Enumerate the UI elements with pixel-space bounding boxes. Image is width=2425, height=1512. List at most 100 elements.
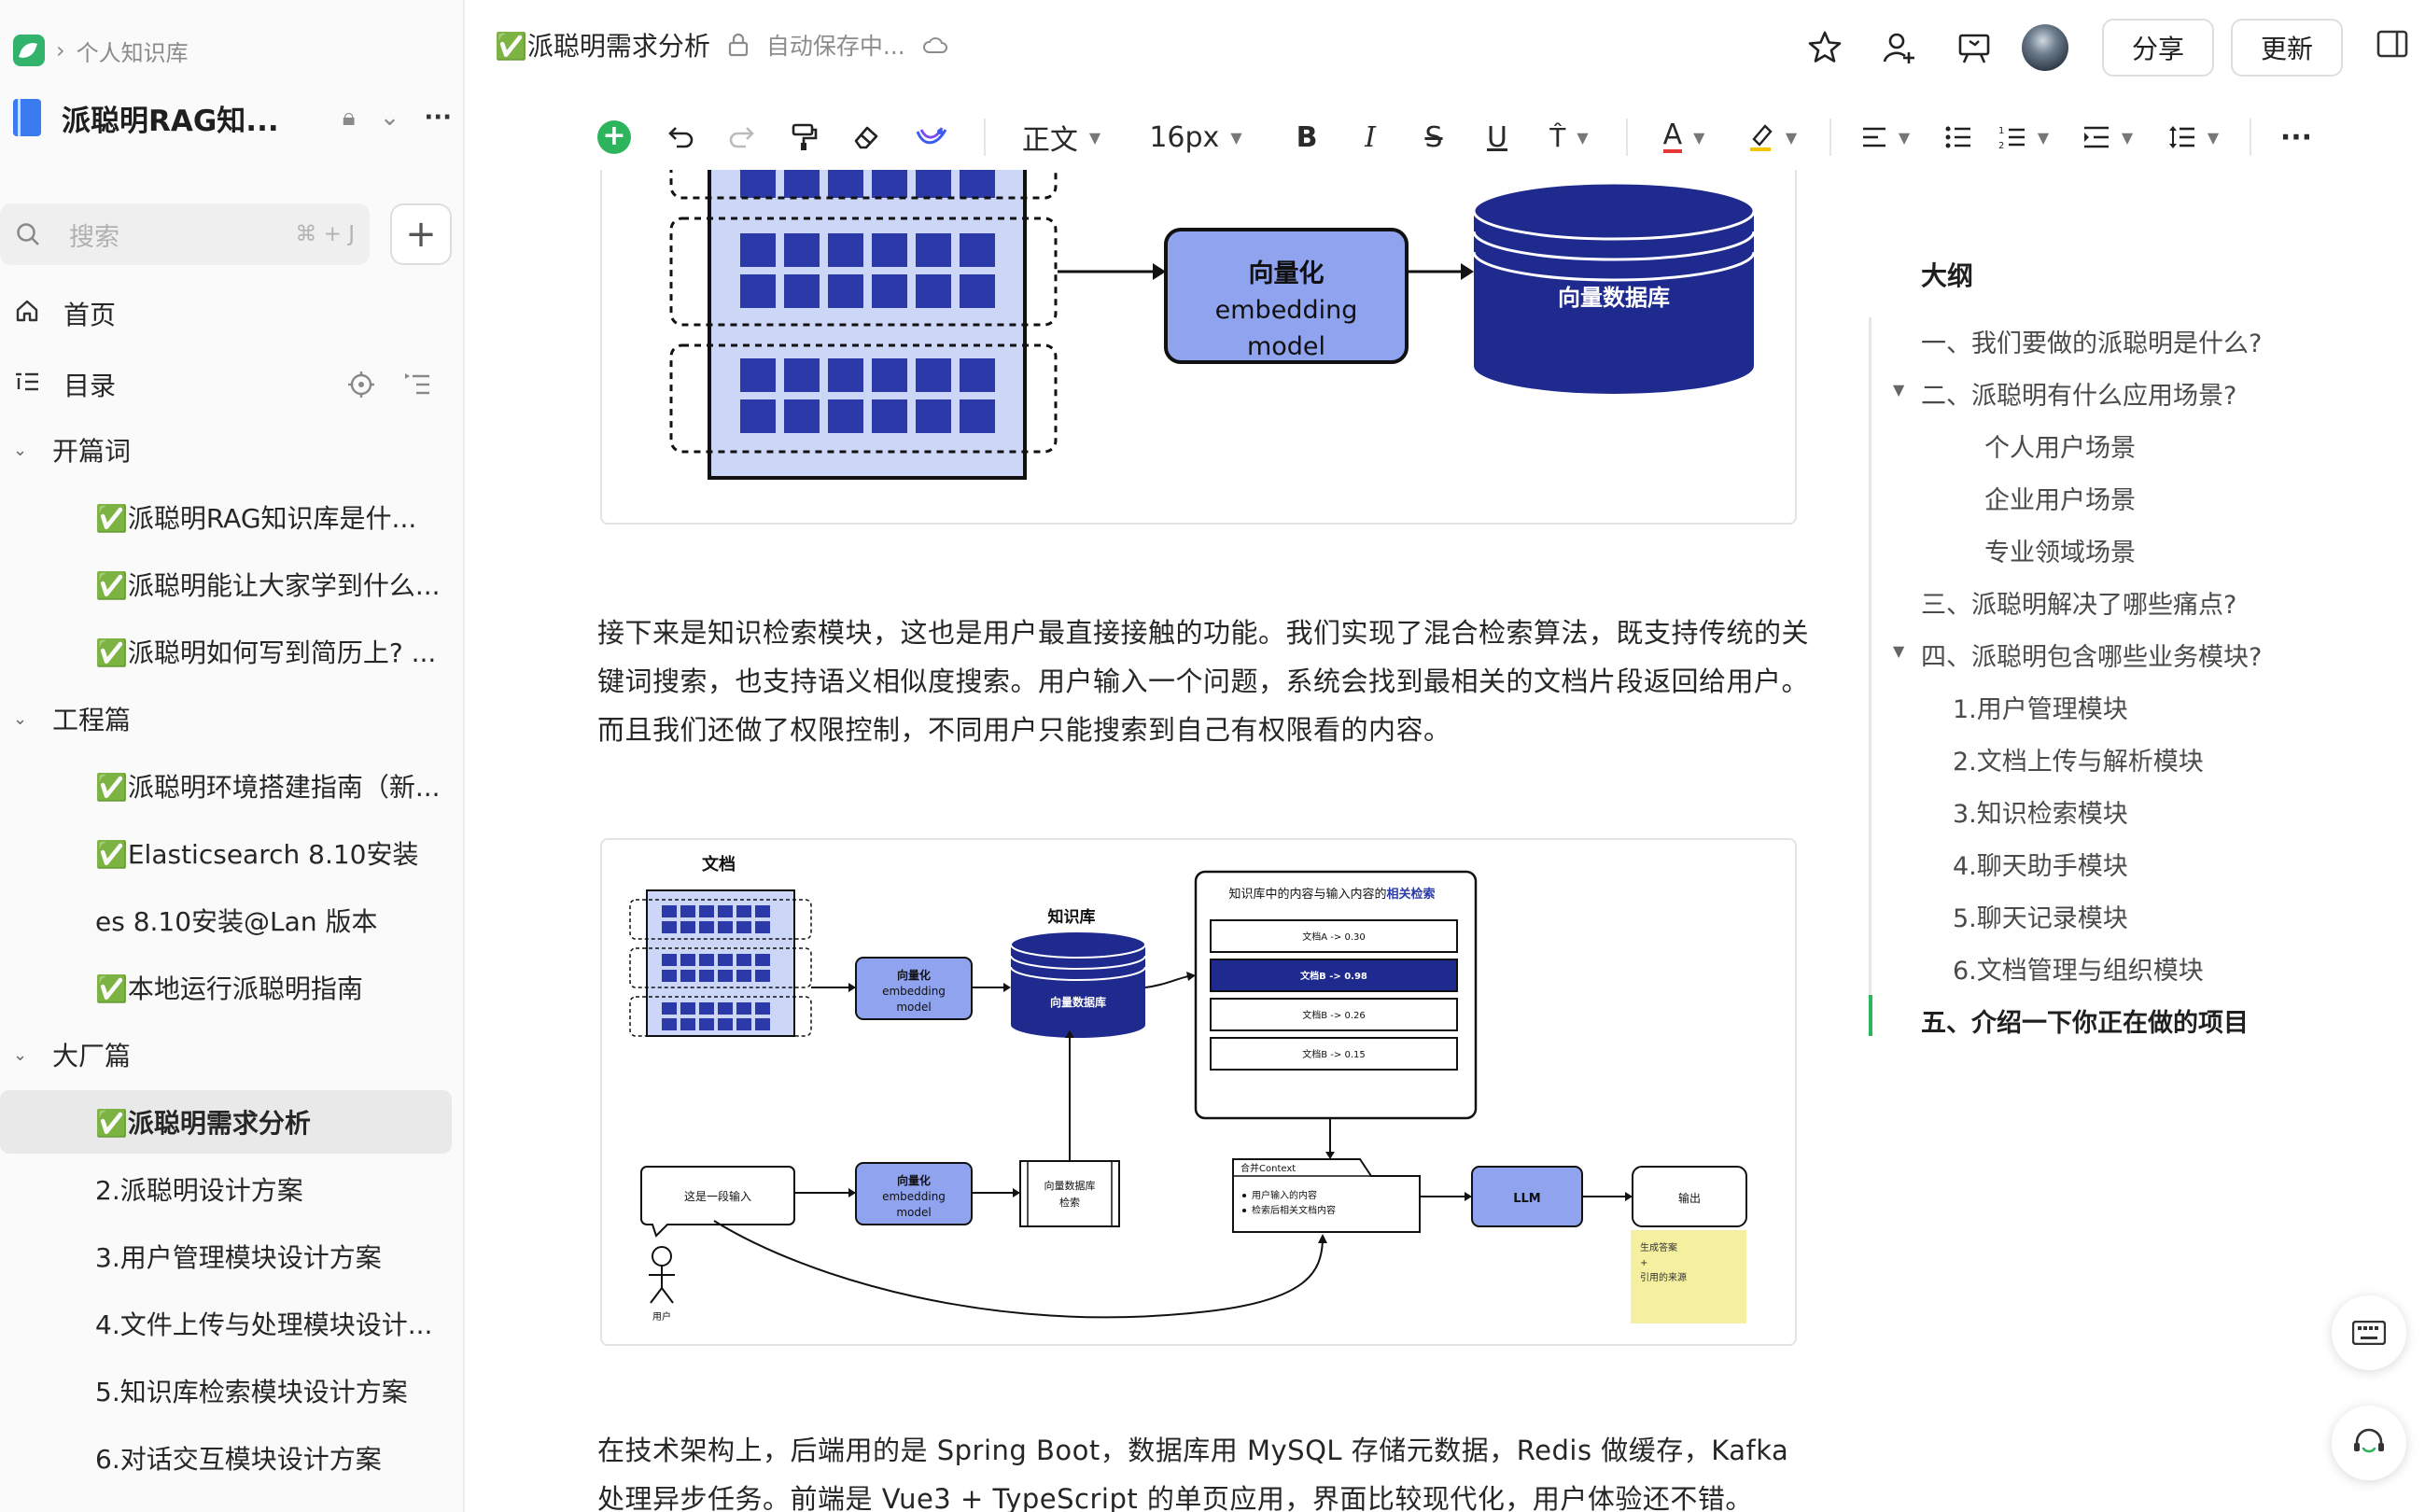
context-item: 检索后相关文档内容: [1252, 1204, 1336, 1216]
breadcrumb-label[interactable]: 个人知识库: [76, 39, 189, 66]
underline-button[interactable]: U: [1487, 120, 1507, 154]
tree-item[interactable]: ✅Elasticsearch 8.10安装: [95, 839, 419, 870]
figure-rag-architecture[interactable]: 文档 向量化 embedding model 知识: [600, 838, 1797, 1346]
indent-menu[interactable]: ▼: [2068, 111, 2147, 163]
outline-item[interactable]: 3.知识检索模块: [1953, 800, 2128, 829]
paragraph-style-value: 正文: [1021, 124, 1078, 157]
caret-down-icon[interactable]: ▼: [1893, 642, 1905, 660]
collapse-list-icon[interactable]: [403, 371, 431, 399]
insert-button[interactable]: +: [577, 111, 652, 163]
book-icon: [13, 99, 41, 136]
tree-item[interactable]: ✅派聪明能让大家学到什么...: [95, 570, 441, 601]
outline-item[interactable]: 5.聊天记录模块: [1953, 904, 2128, 933]
lock-icon[interactable]: 🔒︎: [342, 103, 356, 132]
outline-item[interactable]: 专业领域场景: [1984, 539, 2136, 567]
tree-item[interactable]: 6.对话交互模块设计方案: [95, 1444, 382, 1475]
embed-model-b-line3: model: [896, 1206, 931, 1219]
paragraph-architecture: 在技术架构上，后端用的是 Spring Boot，数据库用 MySQL 存储元数…: [597, 1435, 1789, 1512]
tree-item[interactable]: ✅派聪明RAG知识库是什...: [95, 503, 417, 534]
outline-item[interactable]: 1.用户管理模块: [1953, 695, 2128, 724]
tree-group-engineering[interactable]: ⌄ 工程篇: [0, 691, 452, 747]
chevron-down-icon[interactable]: ⌄: [13, 1044, 28, 1065]
format-painter-icon[interactable]: [771, 111, 836, 163]
update-button[interactable]: 更新: [2230, 19, 2343, 77]
eraser-icon[interactable]: [836, 111, 896, 163]
chevron-down-icon[interactable]: ⌄: [13, 708, 28, 729]
help-support-button[interactable]: [2332, 1406, 2406, 1480]
outline-item[interactable]: 一、我们要做的派聪明是什么?: [1921, 329, 2263, 358]
undo-icon[interactable]: [652, 111, 711, 163]
text-style-menu[interactable]: T̂▼: [1529, 111, 1609, 163]
tree-item[interactable]: es 8.10安装@Lan 版本: [95, 906, 378, 937]
caret-down-icon: ▼: [1230, 128, 1242, 147]
document-content: 向量化 embedding model 向量数据库 接下来是知识检索模块，这也是…: [467, 170, 1811, 1512]
italic-button[interactable]: I: [1365, 120, 1376, 154]
doc-title[interactable]: ✅派聪明需求分析: [495, 31, 710, 62]
paragraph-style-select[interactable]: 正文▼: [1002, 111, 1120, 163]
tree-item[interactable]: 3.用户管理模块设计方案: [95, 1242, 382, 1273]
tree-item[interactable]: ✅派聪明如何写到简历上? ...: [95, 637, 437, 668]
outline-item[interactable]: 四、派聪明包含哪些业务模块?: [1921, 643, 2263, 672]
note-line: +: [1640, 1258, 1647, 1268]
more-icon[interactable]: ···: [424, 104, 452, 132]
font-color-menu[interactable]: A▼: [1645, 111, 1723, 163]
search-input[interactable]: 搜索 ⌘ + J: [0, 203, 370, 265]
book-header[interactable]: 派聪明RAG知... 🔒︎ ⌄ ···: [13, 91, 452, 144]
kb-db-label: 向量数据库: [1050, 995, 1106, 1009]
outline-item[interactable]: 2.文档上传与解析模块: [1953, 748, 2204, 777]
tree-item[interactable]: 2.派聪明设计方案: [95, 1175, 303, 1206]
nav-toc[interactable]: 目录: [0, 357, 465, 413]
more-icon[interactable]: ···: [2279, 120, 2313, 154]
retrieval-title: 知识库中的内容与输入内容的相关检索: [1228, 887, 1435, 902]
tree-item[interactable]: ✅派聪明环境搭建指南（新...: [95, 772, 441, 803]
redo-icon[interactable]: [711, 111, 771, 163]
toolbar-divider: [984, 119, 986, 156]
star-icon[interactable]: [1794, 17, 1856, 78]
tree-item-active[interactable]: ✅派聪明需求分析: [0, 1090, 452, 1154]
figure-embedding-pipeline[interactable]: 向量化 embedding model 向量数据库: [600, 170, 1797, 525]
tree-item[interactable]: 5.知识库检索模块设计方案: [95, 1377, 408, 1407]
add-collaborator-icon[interactable]: [1869, 17, 1930, 78]
outline-item[interactable]: 企业用户场景: [1984, 486, 2136, 515]
book-title[interactable]: 派聪明RAG知...: [62, 104, 279, 138]
align-menu[interactable]: ▼: [1848, 111, 1923, 163]
indent-icon: [2083, 126, 2109, 148]
font-size-select[interactable]: 16px▼: [1137, 111, 1255, 163]
presentation-icon[interactable]: [1943, 17, 2005, 78]
tree-item[interactable]: 4.文件上传与处理模块设计...: [95, 1309, 433, 1340]
tree-group-bigtech[interactable]: ⌄ 大厂篇: [0, 1027, 452, 1083]
bold-button[interactable]: B: [1296, 120, 1318, 154]
outline-item[interactable]: 三、派聪明解决了哪些痛点?: [1921, 591, 2237, 620]
caret-down-icon[interactable]: ▼: [1893, 381, 1905, 399]
breadcrumb[interactable]: › 个人知识库: [13, 30, 189, 71]
save-status: 自动保存中...: [765, 33, 905, 60]
locate-icon[interactable]: [347, 371, 375, 399]
tree-group-label: 工程篇: [52, 705, 132, 735]
tree-group-opening[interactable]: ⌄ 开篇词: [0, 422, 452, 478]
ai-assistant-icon[interactable]: [896, 111, 967, 163]
outline-item[interactable]: 二、派聪明有什么应用场景?: [1921, 382, 2237, 411]
outline-item[interactable]: 6.文档管理与组织模块: [1953, 957, 2204, 986]
output-label: 输出: [1678, 1191, 1701, 1205]
line-spacing-menu[interactable]: ▼: [2154, 111, 2233, 163]
tree-item[interactable]: ✅本地运行派聪明指南: [95, 973, 363, 1004]
share-button[interactable]: 分享: [2101, 19, 2214, 77]
outline-item[interactable]: 4.聊天助手模块: [1953, 852, 2128, 881]
add-button[interactable]: +: [390, 203, 452, 265]
avatar[interactable]: [2021, 24, 2068, 71]
embed-model-line1: 向量化: [1249, 259, 1325, 288]
sidebar-toggle-icon[interactable]: [2360, 30, 2425, 65]
result-row: 文档A -> 0.30: [1302, 931, 1365, 943]
nav-home[interactable]: 首页: [0, 286, 465, 342]
outline-item-active[interactable]: 五、介绍一下你正在做的项目: [1921, 1009, 2249, 1038]
chevron-down-icon[interactable]: ⌄: [13, 440, 28, 460]
chevron-down-icon[interactable]: ⌄: [379, 104, 400, 132]
highlight-menu[interactable]: ▼: [1731, 111, 1813, 163]
bullet-list-icon[interactable]: [1930, 111, 1986, 163]
vector-search-line1: 向量数据库: [1044, 1179, 1096, 1192]
embedding-diagram: 向量化 embedding model 向量数据库: [669, 170, 1756, 480]
outline-item[interactable]: 个人用户场景: [1984, 434, 2136, 463]
strikethrough-button[interactable]: S: [1424, 120, 1443, 154]
keyboard-shortcuts-button[interactable]: [2332, 1295, 2406, 1370]
